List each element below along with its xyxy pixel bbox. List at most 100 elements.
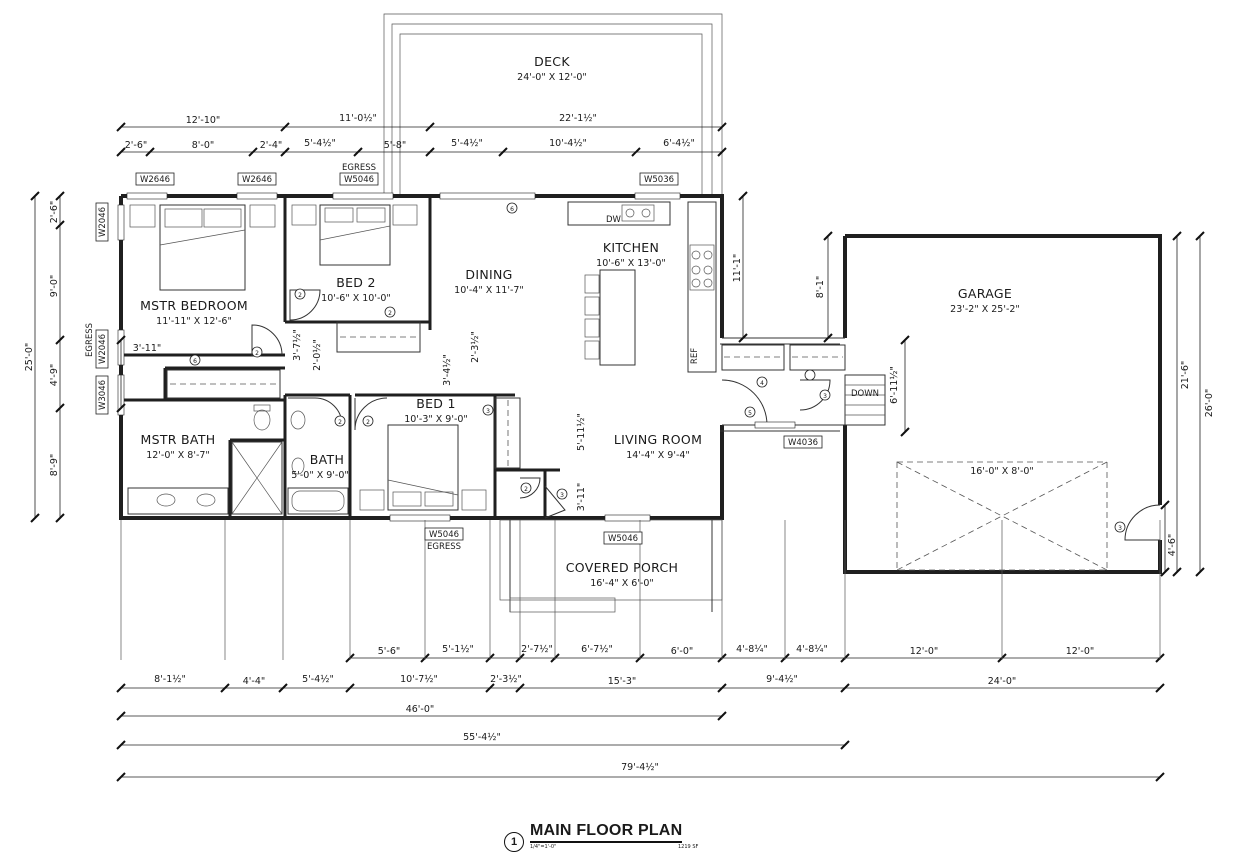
dimension-tick xyxy=(1160,500,1170,510)
window-tag: W2046 xyxy=(98,334,108,364)
room-dim-mstr-bedroom: 11'-11" X 12'-6" xyxy=(156,316,232,327)
dimension-label: 8'-1" xyxy=(815,276,826,299)
dimension-tick xyxy=(55,191,65,201)
dimension-tick xyxy=(55,403,65,413)
dimension-tick xyxy=(840,683,850,693)
room-name-garage: GARAGE xyxy=(958,286,1012,301)
dimension-tick xyxy=(425,122,435,132)
dimension-tick xyxy=(220,683,230,693)
dimension-tick xyxy=(278,683,288,693)
dimension-tick xyxy=(116,147,126,157)
room-dim-garage: 23'-2" X 25'-2" xyxy=(950,304,1020,315)
dimension-label: 9'-4½" xyxy=(766,674,798,685)
door-tag: 2 xyxy=(338,419,342,426)
door-tag: 3 xyxy=(823,393,827,400)
dimension-tick xyxy=(485,683,495,693)
door-tag: 6 xyxy=(510,206,514,213)
dimension-label: 15'-3" xyxy=(608,676,637,687)
dimension-tick xyxy=(823,333,833,343)
egress-label: EGRESS xyxy=(85,323,95,357)
dimension-tick xyxy=(1195,567,1205,577)
fixtures xyxy=(127,201,1108,613)
dimension-tick xyxy=(116,122,126,132)
dimension-tick xyxy=(116,335,126,345)
drawing-number: 1 xyxy=(504,832,524,852)
dimension-label: 11'-1" xyxy=(732,254,743,283)
dimension-label: 2'-7½" xyxy=(521,644,553,655)
dimension-label: 5'-4½" xyxy=(304,138,336,149)
dishwasher-label: DW xyxy=(606,215,622,225)
dimension-tick xyxy=(1195,231,1205,241)
drawing-area: 1219 SF xyxy=(678,844,699,850)
dimension-label: 25'-0" xyxy=(24,343,35,372)
dimension-label: 2'-0½" xyxy=(312,339,323,371)
egress-label: EGRESS xyxy=(427,542,461,552)
dimension-tick xyxy=(55,220,65,230)
dimension-tick xyxy=(1155,683,1165,693)
dimension-label: 21'-6" xyxy=(1180,361,1191,390)
dimension-label: 24'-0" xyxy=(988,676,1017,687)
dimension-tick xyxy=(1172,567,1182,577)
room-name-mstr-bath: MSTR BATH xyxy=(141,432,216,447)
dimension-label: 12'-0" xyxy=(1066,646,1095,657)
dimension-label: 6'-11½" xyxy=(889,366,900,404)
dimension-label: 5'-11½" xyxy=(576,413,587,451)
dimension-label: 2'-6" xyxy=(49,201,60,224)
window-tag: W5036 xyxy=(644,175,674,185)
dimension-lines xyxy=(30,122,1205,782)
room-dim-living: 14'-4" X 9'-4" xyxy=(626,450,690,461)
room-dim-mstr-bath: 12'-0" X 8'-7" xyxy=(146,450,210,461)
room-name-bed2: BED 2 xyxy=(336,275,376,290)
dimension-label: 2'-3½" xyxy=(490,674,522,685)
dimension-tick xyxy=(738,333,748,343)
drawing-title: MAIN FLOOR PLAN xyxy=(530,822,683,843)
window-tag: W5046 xyxy=(429,530,459,540)
dimension-label: 79'-4½" xyxy=(621,762,659,773)
refrigerator-label: REF xyxy=(690,348,700,364)
dimension-tick xyxy=(280,122,290,132)
dimension-label: 8'-0" xyxy=(192,140,215,151)
dimension-tick xyxy=(116,711,126,721)
room-dim-bed1: 10'-3" X 9'-0" xyxy=(404,414,468,425)
dimension-label: 5'-4½" xyxy=(302,674,334,685)
dimension-label: 4'-6" xyxy=(1167,534,1178,557)
dimension-tick xyxy=(1155,772,1165,782)
window-tags: W2646 W2646 W5046 W5036 W2046 W2046 W304… xyxy=(85,163,823,552)
room-dim-bed2: 10'-6" X 10'-0" xyxy=(321,293,391,304)
room-name-living: LIVING ROOM xyxy=(614,432,702,447)
door-tag: 3 xyxy=(486,408,490,415)
door-tag: 2 xyxy=(524,486,528,493)
dimension-tick xyxy=(116,683,126,693)
dimension-label: 4'-9" xyxy=(49,364,60,387)
door-tag: 3 xyxy=(560,492,564,499)
dimension-label: 22'-1½" xyxy=(559,113,597,124)
dimension-label: 12'-10" xyxy=(186,115,221,126)
drawing-scale: 1/4"=1'-0" xyxy=(530,844,557,850)
dimension-tick xyxy=(900,335,910,345)
room-name-dining: DINING xyxy=(465,267,512,282)
dimension-tick xyxy=(55,513,65,523)
dimension-label: 46'-0" xyxy=(406,704,435,715)
dimension-tick xyxy=(425,147,435,157)
dimension-label: 6'-4½" xyxy=(663,138,695,149)
dimension-tick xyxy=(55,335,65,345)
dimension-label: 12'-0" xyxy=(910,646,939,657)
dimension-tick xyxy=(823,231,833,241)
dimension-label: 4'-8¼" xyxy=(736,644,768,655)
title-block: 1 MAIN FLOOR PLAN 1/4"=1'-0" 1219 SF xyxy=(500,820,720,860)
room-name-porch: COVERED PORCH xyxy=(566,560,678,575)
dimension-tick xyxy=(717,122,727,132)
garage-door-dim: 16'-0" X 8'-0" xyxy=(970,466,1034,477)
dimension-tick xyxy=(631,147,641,157)
dimension-label: 3'-11" xyxy=(133,343,162,354)
dimension-label: 6'-0" xyxy=(671,646,694,657)
dimension-label: 11'-0½" xyxy=(339,113,377,124)
door-tag: 2 xyxy=(388,310,392,317)
dimension-label: 3'-11" xyxy=(576,483,587,512)
window-tag: W5046 xyxy=(608,534,638,544)
room-dim-dining: 10'-4" X 11'-7" xyxy=(454,285,524,296)
dimension-label: 2'-4" xyxy=(260,140,283,151)
dimension-tick xyxy=(1172,231,1182,241)
door-tag: 2 xyxy=(366,419,370,426)
